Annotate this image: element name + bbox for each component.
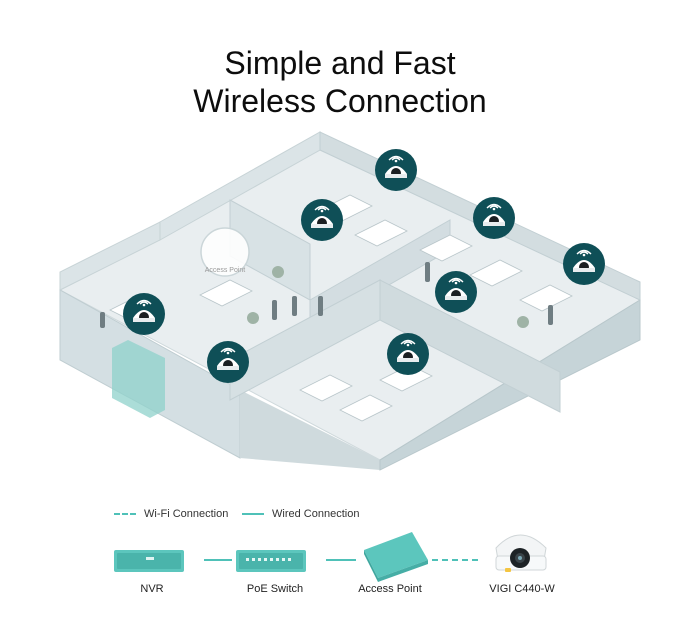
plants-group — [247, 266, 529, 328]
camera-badge — [301, 199, 343, 241]
ceiling-access-point-tag: Access Point — [205, 267, 246, 274]
legend-wired-label: Wired Connection — [272, 508, 360, 520]
server-rack — [112, 340, 165, 418]
wifi-icon — [576, 249, 592, 255]
wifi-icon — [400, 339, 416, 345]
camera-badge — [387, 333, 429, 375]
nvr-to-switch-link — [204, 559, 232, 561]
camera-badge — [473, 197, 515, 239]
page-title: Simple and Fast Wireless Connection — [0, 44, 680, 120]
title-line-2: Wireless Connection — [193, 83, 487, 119]
wifi-icon — [317, 207, 327, 211]
nvr-device — [114, 550, 184, 572]
camera-badges — [123, 149, 605, 383]
wifi-icon — [139, 301, 149, 305]
wifi-icon — [486, 203, 502, 209]
camera-label: VIGI C440-W — [489, 583, 555, 595]
access-point-device — [364, 532, 428, 582]
legend-wifi: Wi-Fi Connection — [114, 508, 228, 520]
wifi-icon — [489, 205, 499, 209]
wifi-icon — [136, 299, 152, 305]
ap-to-camera-wifi-link — [432, 559, 478, 561]
wifi-dashed-line — [114, 513, 136, 515]
legend-wifi-label: Wi-Fi Connection — [144, 508, 229, 520]
camera-badge — [375, 149, 417, 191]
camera-badge — [207, 341, 249, 383]
access-point-label: Access Point — [358, 583, 422, 595]
wifi-icon — [448, 277, 464, 283]
device-chain — [114, 532, 547, 582]
poe-switch-device — [236, 550, 306, 572]
wired-solid-line — [242, 513, 264, 515]
wifi-icon — [391, 157, 401, 161]
switch-to-ap-link — [326, 559, 356, 561]
office-floorplan: Access Point — [58, 131, 642, 471]
title-line-1: Simple and Fast — [224, 45, 456, 81]
wifi-icon — [403, 341, 413, 345]
vigi-camera-device — [495, 534, 547, 572]
people-group — [100, 262, 553, 328]
wifi-icon — [579, 251, 589, 255]
legend-wired: Wired Connection — [242, 508, 359, 520]
wifi-icon — [223, 349, 233, 353]
partition-4 — [379, 279, 561, 413]
wifi-icon — [451, 279, 461, 283]
wifi-icon — [388, 155, 404, 161]
camera-badge — [435, 271, 477, 313]
poe-switch-label: PoE Switch — [246, 583, 304, 595]
nvr-label: NVR — [140, 583, 164, 595]
wall-right-front — [240, 390, 380, 470]
ceiling-access-point: Access Point — [200, 227, 250, 277]
camera-badge — [563, 243, 605, 285]
camera-badge — [123, 293, 165, 335]
wifi-icon — [314, 205, 330, 211]
wifi-icon — [220, 347, 236, 353]
